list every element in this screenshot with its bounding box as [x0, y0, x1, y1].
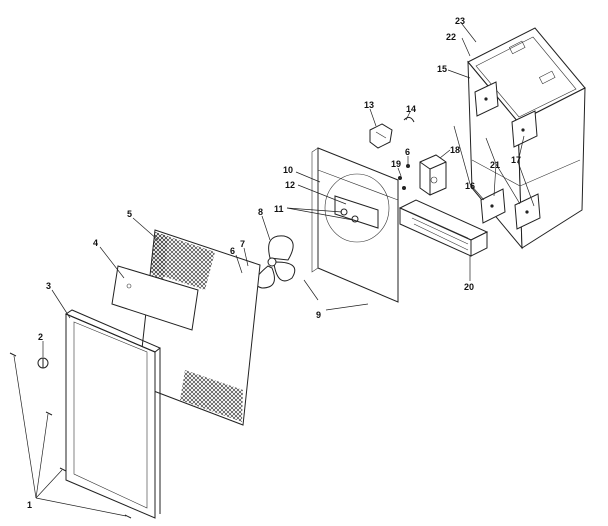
callout-23: 23: [455, 16, 465, 26]
bracket-part-13: [369, 123, 393, 149]
callout-18: 18: [450, 145, 460, 155]
callout-2: 2: [38, 332, 43, 342]
callout-6-lower: 6: [230, 246, 235, 256]
callout-3: 3: [46, 281, 51, 291]
leader-lines: [13, 23, 535, 517]
callout-21: 21: [490, 160, 500, 170]
knob-part-2: [37, 357, 49, 369]
callout-22: 22: [446, 32, 456, 42]
callout-1: 1: [27, 500, 32, 510]
clip-part-14: [403, 116, 415, 123]
callout-8: 8: [258, 207, 263, 217]
callout-12: 12: [285, 180, 295, 190]
wire-mesh-grille: [137, 229, 261, 426]
callout-4: 4: [93, 238, 98, 248]
callout-10: 10: [283, 165, 293, 175]
callout-15: 15: [437, 64, 447, 74]
fan-blade: [254, 235, 296, 289]
fan-mounting-panel: [311, 147, 399, 303]
heating-element-block: [398, 199, 489, 257]
callout-9: 9: [316, 310, 321, 320]
callout-17: 17: [511, 155, 521, 165]
callout-6-upper: 6: [405, 147, 410, 157]
callout-16: 16: [465, 181, 475, 191]
thermostat-switch: [419, 154, 447, 196]
callout-7: 7: [240, 239, 245, 249]
front-frame: [64, 309, 161, 519]
callout-5: 5: [127, 209, 132, 219]
callout-20: 20: [464, 282, 474, 292]
rear-housing-box: [467, 27, 586, 250]
callout-labels: 1 2 3 4 5 6 7 8 9 10 11 12 13 14 6 19 18…: [27, 16, 521, 510]
callout-19: 19: [391, 159, 401, 169]
label-plate: [111, 265, 199, 331]
callout-11: 11: [274, 204, 284, 214]
screws-part-1: [9, 352, 132, 519]
callout-14: 14: [406, 104, 416, 114]
screws-part-19: [398, 164, 410, 190]
callout-13: 13: [364, 100, 374, 110]
